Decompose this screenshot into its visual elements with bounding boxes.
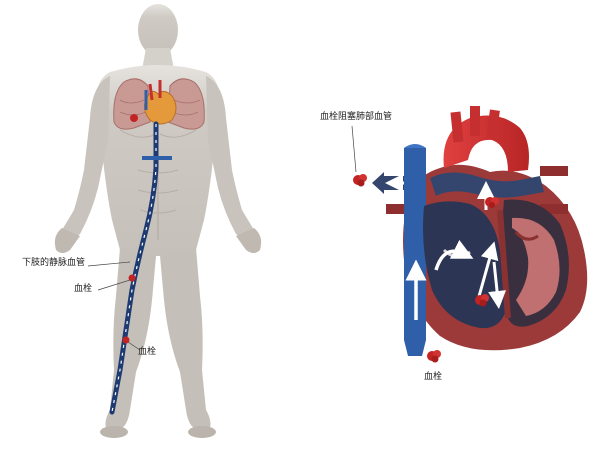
- right-lung: [167, 78, 205, 130]
- septum: [497, 209, 511, 319]
- leg-clot-upper: [128, 274, 136, 282]
- vein-flow-dashes: [111, 124, 157, 413]
- right-arm: [206, 76, 256, 244]
- label-clot-heart: 血栓: [424, 372, 443, 382]
- right-leg: [160, 248, 211, 428]
- label-clot-lung-vessel: 血栓阻塞肺部血管: [320, 112, 393, 122]
- label-clot-leg-lower: 血栓: [138, 347, 157, 357]
- leg-clot-lower: [122, 336, 130, 344]
- clot-pulmonary-artery: [485, 197, 499, 208]
- clot-ventricle: [475, 294, 489, 307]
- lung-clot-small: [130, 114, 138, 122]
- pulmonary-vein-right-lower: [540, 204, 568, 214]
- left-lung: [113, 78, 151, 130]
- clot-below-heart: [427, 350, 441, 363]
- clot-lung-vessel: [353, 174, 367, 187]
- flow-arrow-ventricle-down: [488, 261, 507, 309]
- vena-cava: [404, 148, 426, 340]
- right-foot: [188, 426, 216, 438]
- aorta-arch: [443, 115, 529, 172]
- left-foot: [100, 426, 128, 438]
- left-ventricle-lining: [512, 217, 560, 316]
- pulmonary-vein-right-upper: [540, 166, 568, 176]
- right-hand: [236, 228, 262, 253]
- neck: [142, 48, 174, 70]
- label-clot-leg-upper: 血栓: [74, 284, 93, 294]
- flow-arrow-atrium: [434, 239, 474, 271]
- left-hand: [54, 228, 80, 253]
- heart-cross-section: [351, 106, 588, 363]
- label-leg-vein: 下肢的静脉血管: [22, 258, 86, 268]
- flow-arrow-ventricle-up: [476, 241, 499, 301]
- left-arm: [60, 76, 110, 244]
- pulmonary-vein-left: [386, 204, 412, 214]
- head: [138, 4, 178, 56]
- human-body: [54, 4, 262, 438]
